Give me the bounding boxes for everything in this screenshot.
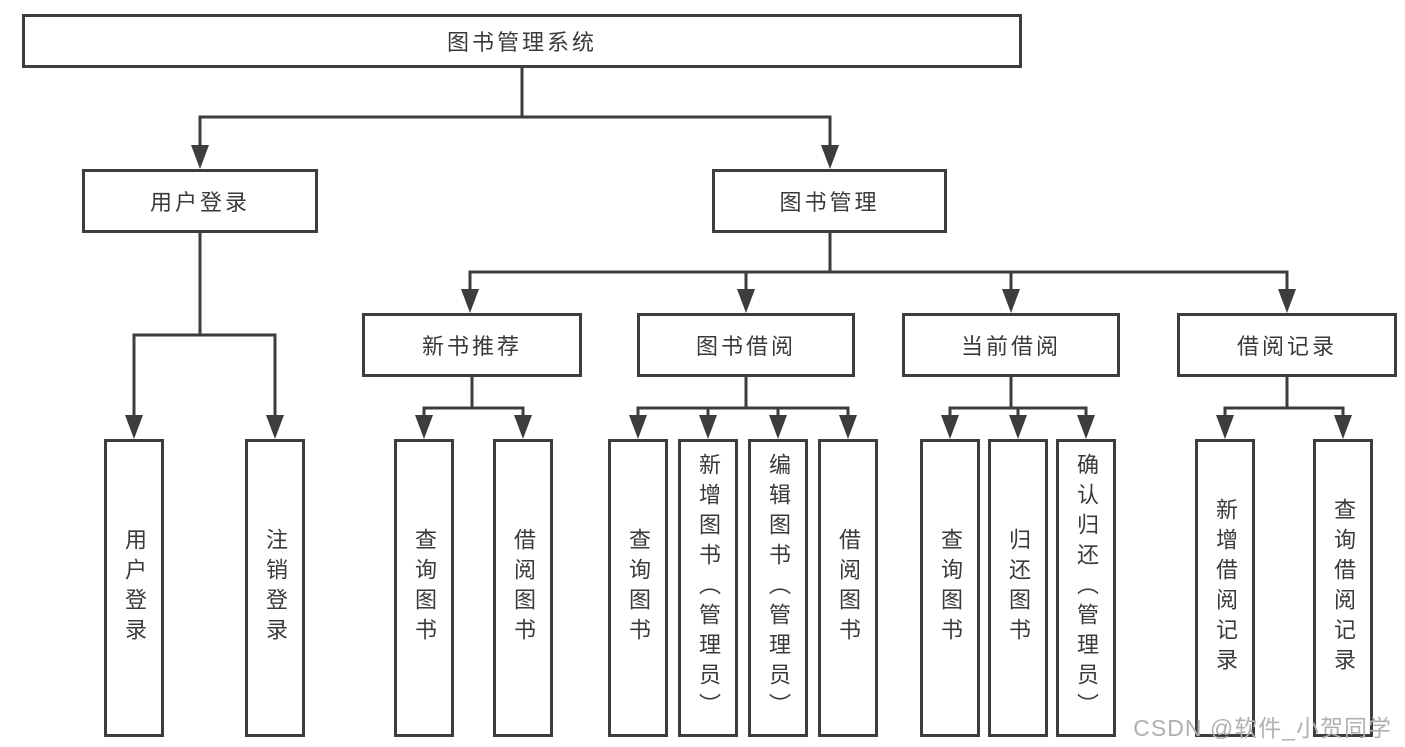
node-cb-confirm-return: 确认归还（管理员） xyxy=(1056,439,1116,737)
node-nbr-borrow-books: 借阅图书 xyxy=(493,439,553,737)
arrowhead-icon xyxy=(461,289,479,313)
arrowhead-icon xyxy=(769,415,787,439)
node-label: 查询借阅记录 xyxy=(1331,498,1356,678)
arrowhead-icon xyxy=(737,289,755,313)
node-label: 借阅记录 xyxy=(1236,334,1337,359)
node-label: 归还图书 xyxy=(1006,528,1031,648)
node-new-book-recommend: 新书推荐 xyxy=(362,313,582,377)
node-user-login: 用户登录 xyxy=(82,169,318,233)
arrowhead-icon xyxy=(839,415,857,439)
arrowhead-icon xyxy=(1334,415,1352,439)
arrowhead-icon xyxy=(1216,415,1234,439)
node-label: 注销登录 xyxy=(263,528,288,648)
node-user-login-action: 用户登录 xyxy=(104,439,164,737)
node-logout-action: 注销登录 xyxy=(245,439,305,737)
arrowhead-icon xyxy=(699,415,717,439)
node-bb-edit-books: 编辑图书（管理员） xyxy=(748,439,808,737)
node-label: 查询图书 xyxy=(938,528,963,648)
node-label: 当前借阅 xyxy=(960,334,1061,359)
arrowhead-icon xyxy=(1009,415,1027,439)
arrowhead-icon xyxy=(1077,415,1095,439)
node-label: 新增图书（管理员） xyxy=(696,453,721,723)
arrowhead-icon xyxy=(125,415,143,439)
arrowhead-icon xyxy=(1278,289,1296,313)
node-book-management: 图书管理 xyxy=(712,169,947,233)
node-label: 用户登录 xyxy=(122,528,147,648)
node-label: 编辑图书（管理员） xyxy=(766,453,791,723)
node-bb-add-books: 新增图书（管理员） xyxy=(678,439,738,737)
node-label: 图书管理 xyxy=(779,190,880,215)
node-borrowing-records: 借阅记录 xyxy=(1177,313,1397,377)
node-bb-borrow-books: 借阅图书 xyxy=(818,439,878,737)
node-book-borrowing: 图书借阅 xyxy=(637,313,855,377)
arrowhead-icon xyxy=(191,145,209,169)
arrowhead-icon xyxy=(629,415,647,439)
arrowhead-icon xyxy=(821,145,839,169)
node-system-root: 图书管理系统 xyxy=(22,14,1022,68)
node-label: 图书管理系统 xyxy=(446,30,597,55)
arrowhead-icon xyxy=(941,415,959,439)
watermark: CSDN @软件_小贺同学 xyxy=(1133,715,1392,741)
arrowhead-icon xyxy=(266,415,284,439)
node-label: 查询图书 xyxy=(626,528,651,648)
node-current-borrowing: 当前借阅 xyxy=(902,313,1120,377)
node-label: 新增借阅记录 xyxy=(1213,498,1238,678)
node-label: 借阅图书 xyxy=(836,528,861,648)
node-nbr-query-books: 查询图书 xyxy=(394,439,454,737)
node-label: 借阅图书 xyxy=(511,528,536,648)
node-label: 新书推荐 xyxy=(421,334,522,359)
arrowhead-icon xyxy=(1002,289,1020,313)
node-label: 查询图书 xyxy=(412,528,437,648)
arrowhead-icon xyxy=(415,415,433,439)
node-bb-query-books: 查询图书 xyxy=(608,439,668,737)
arrowhead-icon xyxy=(514,415,532,439)
node-label: 确认归还（管理员） xyxy=(1074,453,1099,723)
node-label: 图书借阅 xyxy=(695,334,796,359)
node-cb-return-books: 归还图书 xyxy=(988,439,1048,737)
node-br-query-record: 查询借阅记录 xyxy=(1313,439,1373,737)
node-br-add-record: 新增借阅记录 xyxy=(1195,439,1255,737)
node-label: 用户登录 xyxy=(149,190,250,215)
node-cb-query-books: 查询图书 xyxy=(920,439,980,737)
